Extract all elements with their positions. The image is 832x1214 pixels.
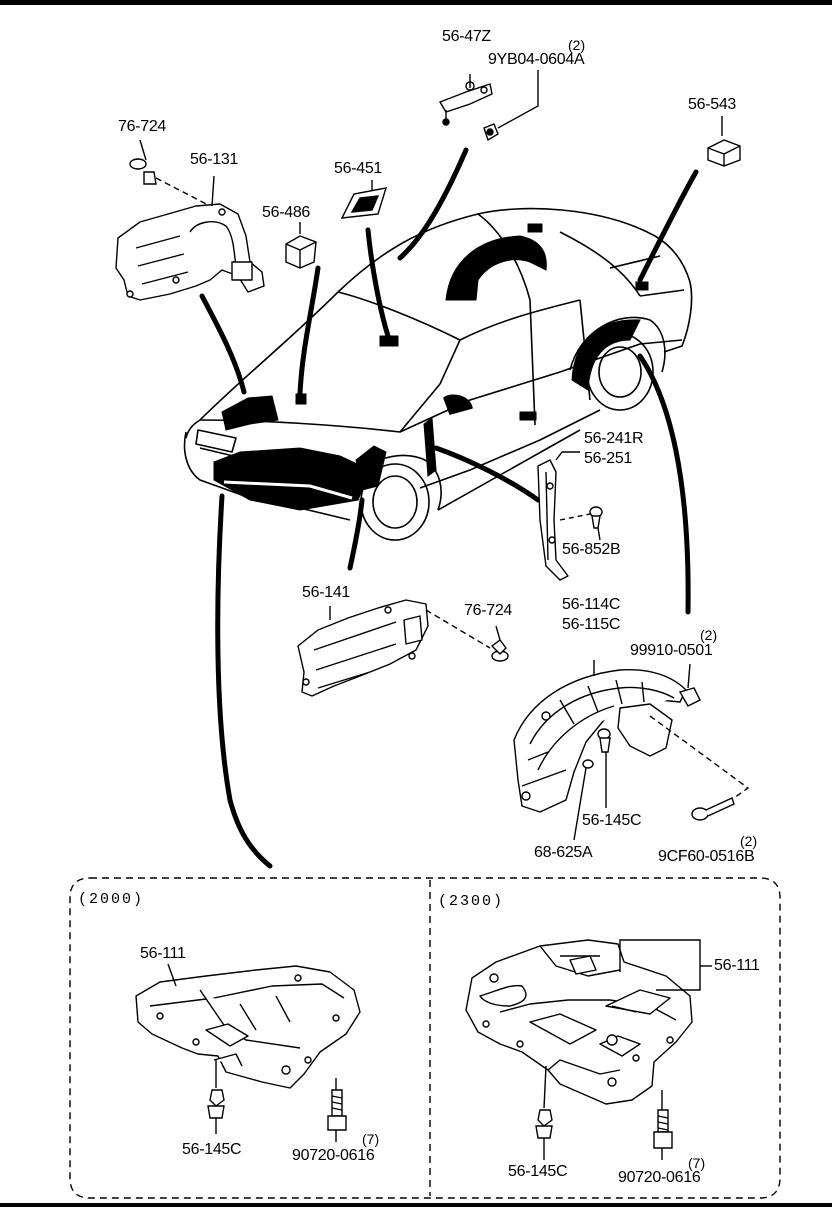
part-56-486-block <box>285 222 317 269</box>
qty-9yb04-0604a: (2) <box>568 37 586 53</box>
qty-99910-0501: (2) <box>700 627 718 643</box>
label-56-543: 56-543 <box>688 96 737 113</box>
car-highlighted-parts <box>213 223 649 511</box>
label-56-145c: 56-145C <box>582 812 642 829</box>
leader-lines <box>199 147 699 869</box>
label-56-852b: 56-852B <box>562 541 621 558</box>
part-56-141-splash-shield <box>297 599 491 697</box>
label-56-241r: 56-241R <box>584 430 644 447</box>
qty-90720-0616-2000: (7) <box>362 1131 380 1147</box>
part-56-543-block <box>707 116 741 167</box>
part-56-114c-fender-liner <box>513 660 687 813</box>
label-56-47z: 56-47Z <box>442 28 491 45</box>
label-9cf60-0516b: 9CF60-0516B <box>658 848 755 865</box>
label-56-451: 56-451 <box>334 160 383 177</box>
part-9cf60-0516b-screw <box>649 715 750 821</box>
bottom-rule <box>0 1203 832 1207</box>
clip-2300 <box>535 1065 553 1160</box>
qty-90720-0616-2300: (7) <box>688 1155 706 1171</box>
part-56-131-splash-shield <box>115 175 265 301</box>
under-cover-2000 <box>135 963 361 1089</box>
part-56-47z-bracket <box>438 70 539 142</box>
under-cover-2300 <box>465 939 693 1105</box>
part-56-241r-trim <box>537 451 580 581</box>
part-76-724-clip-mid <box>490 625 509 662</box>
leader-box-2300 <box>619 939 712 991</box>
part-99910-0501-clip <box>678 663 701 707</box>
variant-label-2000: (2000) <box>78 891 145 908</box>
label-9yb04-0604a: 9YB04-0604A <box>488 51 585 68</box>
part-68-625a-screw <box>573 759 594 841</box>
label-56-251: 56-251 <box>584 450 633 467</box>
top-rule <box>0 0 832 5</box>
variant-box <box>69 877 781 1199</box>
label-56-145c-2000: 56-145C <box>182 1141 242 1158</box>
bolt-2300 <box>653 1090 673 1160</box>
part-56-451-pad <box>340 180 388 219</box>
label-56-111-2000: 56-111 <box>140 945 186 962</box>
car-body <box>183 207 693 541</box>
part-56-145c-clip <box>597 728 611 808</box>
label-56-114c: 56-114C <box>562 596 621 613</box>
label-68-625a: 68-625A <box>534 844 593 861</box>
clip-2000 <box>207 1060 225 1134</box>
label-56-111-2300: 56-111 <box>714 957 760 974</box>
label-76-724-top: 76-724 <box>118 118 167 135</box>
label-56-115c: 56-115C <box>562 616 621 633</box>
label-99910-0501: 99910-0501 <box>630 642 713 659</box>
part-56-852b-screw <box>559 506 603 541</box>
label-56-486: 56-486 <box>262 204 311 221</box>
bolt-2000 <box>327 1078 347 1142</box>
label-90720-0616-2300: 90720-0616 <box>618 1169 701 1186</box>
label-56-145c-2300: 56-145C <box>508 1163 568 1180</box>
qty-9cf60-0516b: (2) <box>740 833 758 849</box>
label-90720-0616-2000: 90720-0616 <box>292 1147 375 1164</box>
part-76-724-clip-top <box>129 139 215 209</box>
label-76-724-mid: 76-724 <box>464 602 513 619</box>
variant-label-2300: (2300) <box>438 893 505 910</box>
label-56-131: 56-131 <box>190 151 239 168</box>
label-56-141: 56-141 <box>302 584 351 601</box>
